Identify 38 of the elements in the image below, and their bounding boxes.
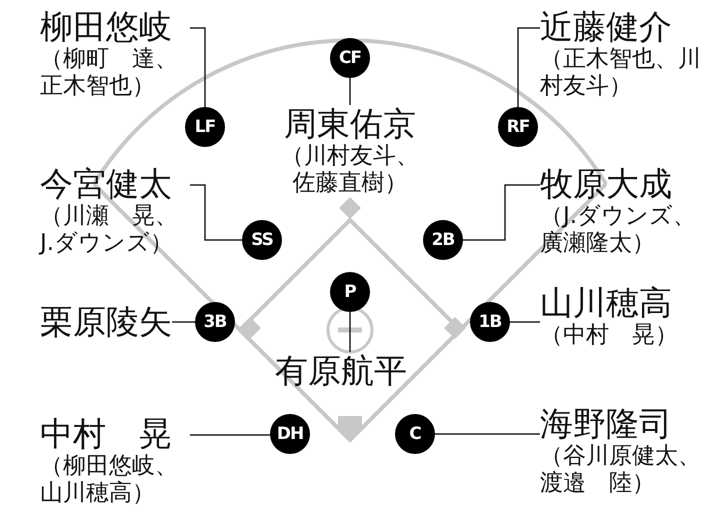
leader-line: [172, 321, 195, 323]
position-marker: RF: [498, 107, 538, 147]
leader-line: [190, 184, 242, 241]
leader-line: [190, 434, 270, 436]
position-marker: P: [330, 272, 370, 312]
player-name: 有原航平: [275, 352, 407, 390]
leader-line: [510, 321, 540, 323]
player-name: 近藤健介: [540, 8, 673, 46]
player-name: 山川穂高: [540, 284, 673, 322]
player-name: 周東佑京: [283, 105, 417, 143]
player-name: 柳田悠岐: [40, 8, 173, 46]
player-name: 牧原大成: [540, 165, 673, 203]
player-name: 中村 晃: [40, 415, 173, 453]
position-marker: SS: [242, 220, 282, 260]
substitute-names: （J.ダウンズ、廣瀬隆太）: [540, 203, 698, 257]
position-marker: C: [395, 414, 435, 454]
leader-line: [435, 433, 540, 435]
substitute-names: （中村 晃）: [540, 322, 678, 349]
position-marker: 3B: [195, 302, 235, 342]
player-name: 海野隆司: [540, 405, 673, 443]
position-marker: DH: [270, 414, 310, 454]
leader-line: [190, 27, 206, 107]
leader-line: [517, 27, 540, 107]
substitute-names: （正木智也、川村友斗）: [540, 46, 702, 100]
player-name: 今宮健太: [40, 165, 173, 203]
substitute-names: （川瀬 晃、J.ダウンズ）: [40, 203, 179, 257]
position-marker: 2B: [423, 220, 463, 260]
leader-line: [349, 312, 351, 352]
leader-line: [463, 184, 540, 241]
substitute-names: （谷川原健太、渡邉 陸）: [540, 443, 702, 497]
player-name: 栗原陵矢: [40, 303, 172, 341]
substitute-names: （川村友斗、佐藤直樹）: [280, 143, 420, 197]
substitute-names: （柳田悠岐、山川穂高）: [40, 453, 179, 507]
position-marker: CF: [330, 38, 370, 78]
position-marker: 1B: [470, 302, 510, 342]
leader-line: [349, 78, 351, 105]
position-marker: LF: [185, 107, 225, 147]
substitute-names: （柳町 達、正木智也）: [40, 46, 179, 100]
